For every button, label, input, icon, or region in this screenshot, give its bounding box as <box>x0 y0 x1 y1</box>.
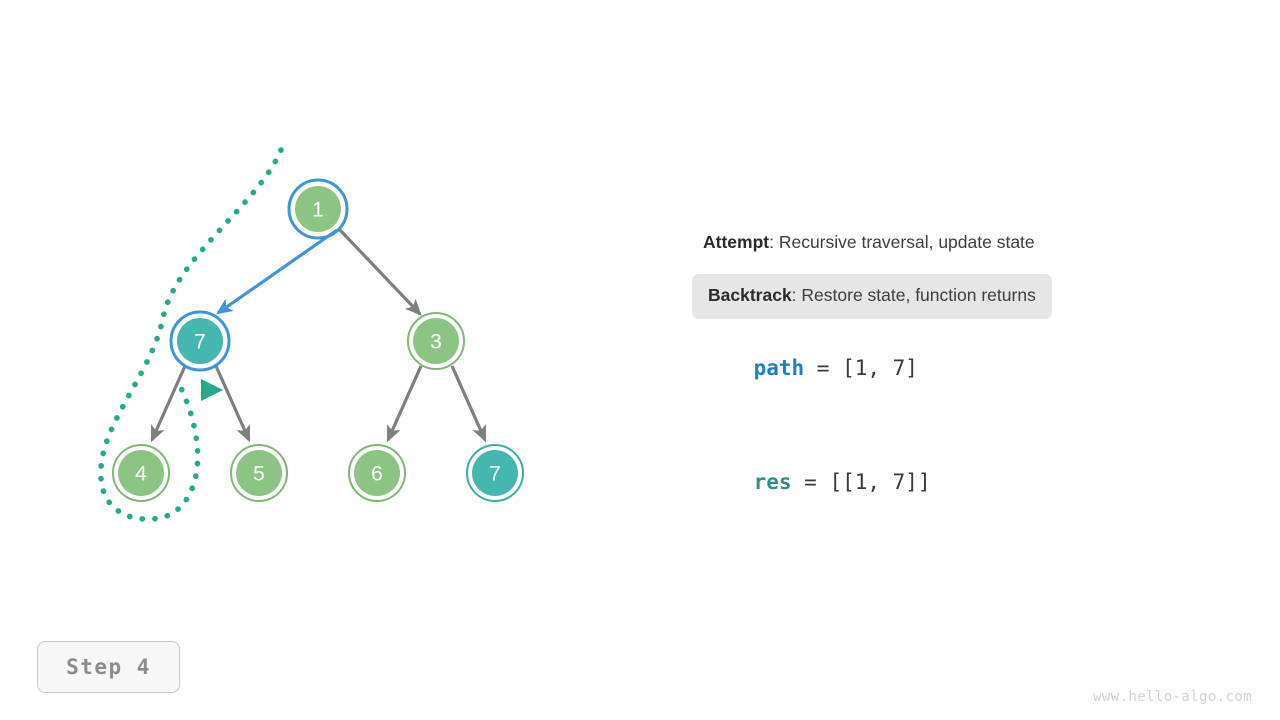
state-path-name: path <box>753 356 805 380</box>
tree-edges <box>150 227 487 443</box>
tree-node-7-right[interactable]: 7 <box>466 444 524 502</box>
tree-node-4[interactable]: 4 <box>112 444 170 502</box>
trace-direction-triangle-icon <box>201 379 223 401</box>
state-res-line: res = [[1, 7]] <box>703 446 931 518</box>
node-label: 3 <box>430 331 442 354</box>
edge-1-to-7 <box>215 228 338 315</box>
edge-7-to-5 <box>214 365 251 443</box>
state-path-line: path = [1, 7] <box>703 332 918 404</box>
edge-3-to-7 <box>450 365 487 443</box>
legend-attempt-text: : Recursive traversal, update state <box>769 232 1035 252</box>
step-badge-label: Step 4 <box>66 655 151 679</box>
node-label: 6 <box>371 463 383 486</box>
state-res-value: [[1, 7]] <box>829 470 931 494</box>
edge-7-to-4 <box>150 365 187 443</box>
legend-attempt-label: Attempt <box>703 232 770 252</box>
state-res-eq: = <box>791 470 830 494</box>
legend-backtrack-label: Backtrack <box>708 285 792 305</box>
state-path-eq: = <box>804 356 843 380</box>
node-label: 1 <box>312 199 324 222</box>
node-label: 4 <box>135 463 147 486</box>
state-path-value: [1, 7] <box>842 356 918 380</box>
tree-node-1[interactable]: 1 <box>287 178 349 240</box>
edge-1-to-3 <box>337 227 422 316</box>
node-label: 7 <box>194 331 206 354</box>
legend-attempt-row: Attempt: Recursive traversal, update sta… <box>703 232 1035 252</box>
trace-path <box>98 147 284 522</box>
tree-node-5[interactable]: 5 <box>230 444 288 502</box>
step-badge: Step 4 <box>37 641 180 693</box>
legend-backtrack-text: : Restore state, function returns <box>791 285 1036 305</box>
watermark-text: www.hello-algo.com <box>1093 689 1252 705</box>
tree-node-7-left[interactable]: 7 <box>169 310 231 372</box>
tree-node-3[interactable]: 3 <box>407 312 465 370</box>
edge-3-to-6 <box>386 365 423 443</box>
watermark: www.hello-algo.com <box>1093 689 1252 705</box>
node-label: 7 <box>489 463 501 486</box>
legend-backtrack-row: Backtrack: Restore state, function retur… <box>692 274 1052 319</box>
state-res-name: res <box>753 470 792 494</box>
node-label: 5 <box>253 463 265 486</box>
tree-node-6[interactable]: 6 <box>348 444 406 502</box>
